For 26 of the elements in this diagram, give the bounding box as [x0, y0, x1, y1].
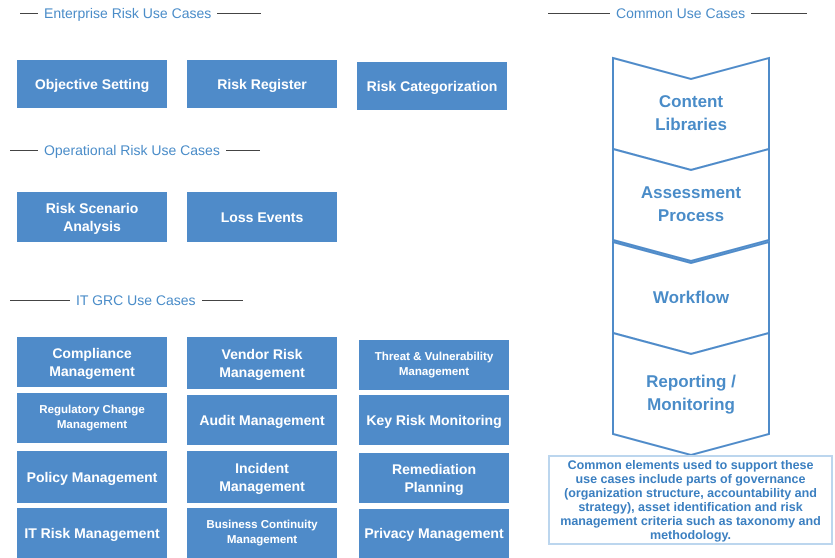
use-case-box: Audit Management — [187, 395, 337, 445]
use-case-box: Risk Scenario Analysis — [17, 192, 167, 242]
step-label: Reporting / Monitoring — [645, 371, 737, 416]
section-heading: IT GRC Use Cases — [75, 292, 197, 308]
use-case-box: Regulatory Change Management — [17, 393, 167, 443]
use-case-box: Objective Setting — [17, 60, 167, 108]
use-case-box: Business Continuity Management — [187, 508, 337, 558]
note-box: Common elements used to support these use cases include parts of governance (organization structure, accountability and strategy), asset identification and risk management criteria such as taxonomy and methodology. — [548, 455, 833, 545]
section-heading: Operational Risk Use Cases — [43, 142, 221, 158]
use-case-box: IT Risk Management — [17, 508, 167, 558]
use-case-box: Loss Events — [187, 192, 337, 242]
use-case-box: Incident Management — [187, 451, 337, 503]
use-case-box: Risk Categorization — [357, 62, 507, 110]
use-case-box: Risk Register — [187, 60, 337, 108]
use-case-box: Privacy Management — [359, 509, 509, 558]
use-case-box: Vendor Risk Management — [187, 337, 337, 389]
use-case-box: Threat & Vulnerability Management — [359, 340, 509, 390]
use-case-box: Remediation Planning — [359, 453, 509, 503]
section-heading: Common Use Cases — [615, 5, 746, 21]
step-label: Workflow — [652, 286, 730, 309]
step-label: Assessment Process — [640, 182, 742, 227]
section-heading: Enterprise Risk Use Cases — [43, 5, 212, 21]
use-case-box: Compliance Management — [17, 337, 167, 387]
use-case-box: Key Risk Monitoring — [359, 395, 509, 445]
use-case-box: Policy Management — [17, 451, 167, 503]
step-label: Content Libraries — [654, 91, 728, 136]
